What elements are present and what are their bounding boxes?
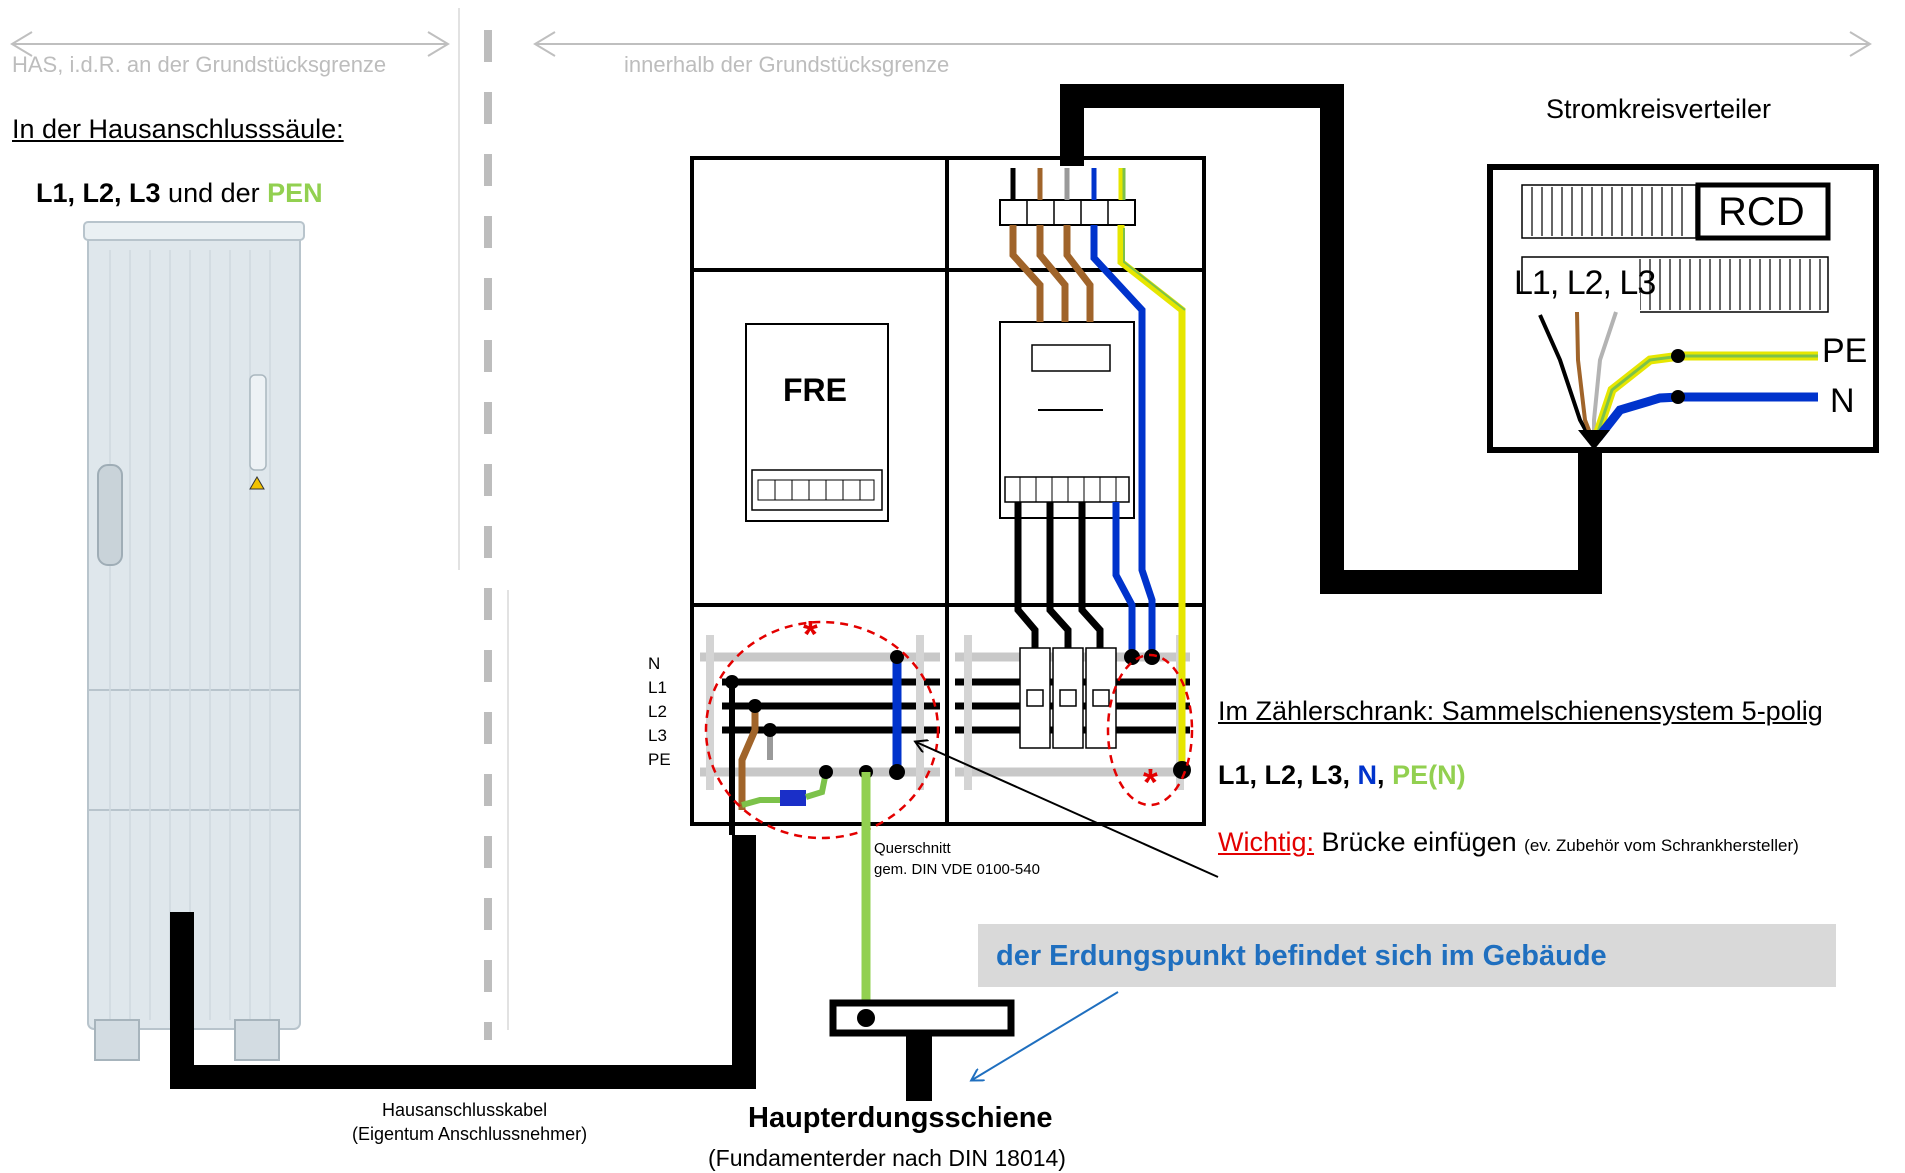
busbar-label-l3: L3	[648, 726, 667, 745]
grounding-pointer	[972, 991, 1119, 1080]
cross-section-line-1: Querschnitt	[874, 840, 951, 857]
busbar-label-l2: L2	[648, 702, 667, 721]
meter-wires	[1009, 225, 1191, 779]
busbar-label-n: N	[648, 654, 661, 673]
bridge-note: Wichtig: Brücke einfügen (ev. Zubehör vo…	[1218, 827, 1799, 857]
distribution-board	[1487, 164, 1879, 453]
busbar-label-pe: PE	[648, 750, 671, 769]
bridge-star-left: *	[803, 614, 818, 656]
busbar-system-title: Im Zählerschrank: Sammelschienensystem 5…	[1218, 696, 1823, 726]
zone-label-right: innerhalb der Grundstücksgrenze	[624, 52, 950, 77]
column-title: In der Hausanschlusssäule:	[12, 114, 344, 144]
meter-cabinet	[690, 156, 1206, 826]
cable-label-2: (Eigentum Anschlussnehmer)	[352, 1124, 588, 1144]
pe-label: PE	[1822, 332, 1868, 370]
grounding-note: der Erdungspunkt befindet sich im Gebäud…	[996, 940, 1607, 972]
busbar-label-l1: L1	[648, 678, 667, 697]
terminal-block	[999, 199, 1136, 226]
circuit-breakers	[1019, 647, 1117, 749]
main-earthing-bar	[829, 999, 1015, 1101]
zone-label-left: HAS, i.d.R. an der Grundstücksgrenze	[12, 52, 387, 77]
bridge-pointer	[916, 742, 1219, 878]
main-earthing-bar-label: Haupterdungsschiene	[748, 1102, 1053, 1134]
phases-label: L1, L2, L3	[1514, 264, 1656, 302]
busbar-conductors: L1, L2, L3, N, PE(N)	[1218, 760, 1466, 790]
cable-label-1: Hausanschlusskabel	[382, 1100, 548, 1120]
zone-arrows	[10, 31, 1872, 57]
feed-wires	[1010, 168, 1126, 200]
distribution-cable	[1060, 84, 1602, 594]
property-boundary	[458, 8, 509, 1040]
column-conductors: L1, L2, L3 und der PEN	[36, 178, 323, 208]
fre-label: FRE	[783, 372, 847, 408]
house-connection-cable	[170, 835, 756, 1089]
cross-section-line-2: gem. DIN VDE 0100-540	[874, 861, 1040, 878]
distribution-title: Stromkreisverteiler	[1546, 94, 1772, 124]
bridge-markers	[704, 620, 1194, 840]
n-label: N	[1830, 382, 1855, 420]
main-earthing-bar-sub: (Fundamenterder nach DIN 18014)	[708, 1145, 1066, 1171]
grounding-note-box	[978, 924, 1836, 987]
rcd-label: RCD	[1718, 190, 1805, 234]
bridge-star-right: *	[1143, 762, 1158, 804]
